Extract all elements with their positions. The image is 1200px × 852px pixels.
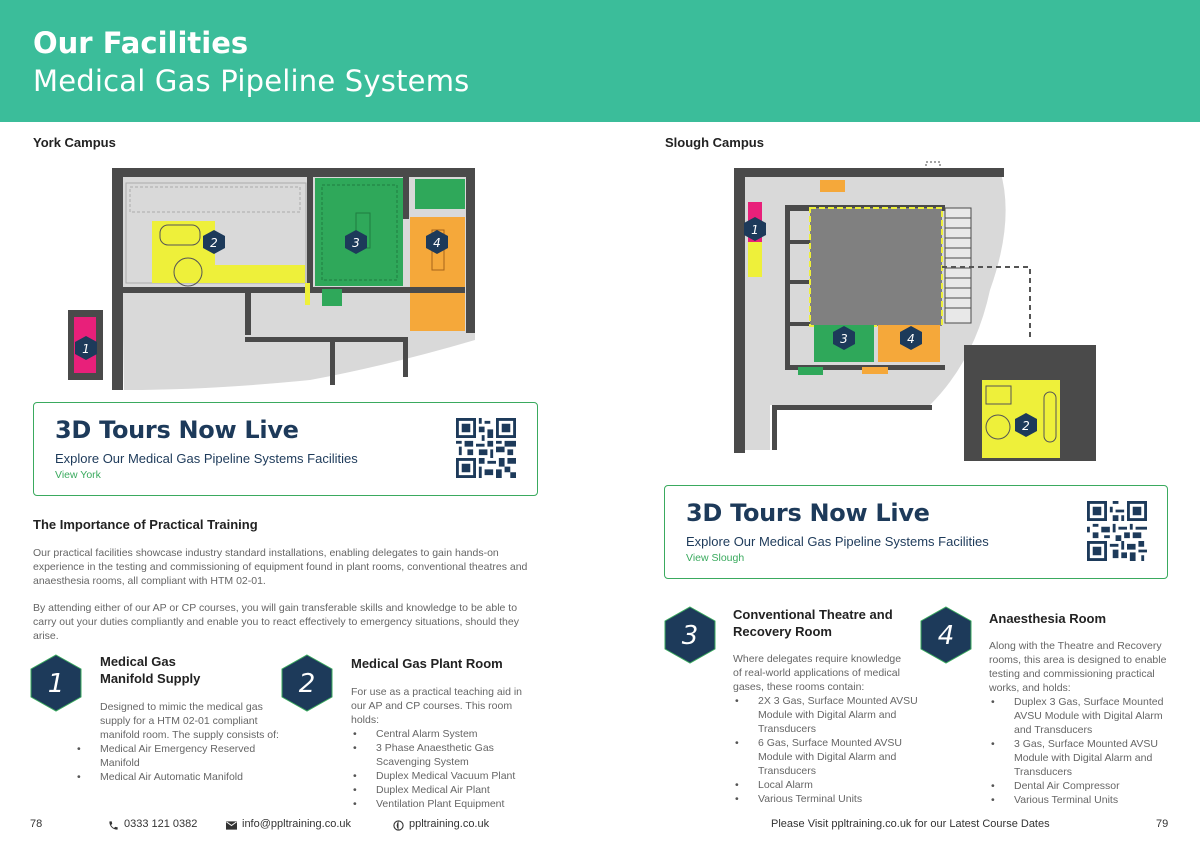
list-item: Various Terminal Units [989,793,1174,807]
feature-1-hexagon-icon: 1 [30,654,82,712]
york-campus-title: York Campus [33,135,116,150]
york-tour-subtitle: Explore Our Medical Gas Pipeline Systems… [55,451,358,466]
mail-icon [226,821,237,830]
york-marker-4: 4 [426,230,448,254]
york-qr-code-icon[interactable] [456,418,516,478]
list-item: Local Alarm [733,778,918,792]
slough-floor-plan [734,161,1096,461]
list-item: Medical Air Emergency Reserved Manifold [75,742,285,770]
list-item: Duplex 3 Gas, Surface Mounted AVSU Modul… [989,695,1174,737]
york-marker-1: 1 [75,336,97,360]
svg-text:3: 3 [682,621,699,651]
feature-1-title: Medical Gas Manifold Supply [100,654,201,686]
list-item: Central Alarm System [351,727,531,741]
list-item: Dental Air Compressor [989,779,1174,793]
svg-text:2: 2 [299,669,316,699]
feature-3-hexagon-icon: 3 [664,606,716,664]
email-address[interactable]: info@ppltraining.co.uk [242,818,352,830]
svg-text:1: 1 [751,223,759,237]
svg-text:4: 4 [433,236,441,250]
feature-2-title: Medical Gas Plant Room [351,656,503,671]
slough-marker-4: 4 [900,326,922,350]
header-banner: Our Facilities Medical Gas Pipeline Syst… [0,0,1200,122]
list-item: Medical Air Automatic Manifold [75,770,285,784]
slough-tour-box: 3D Tours Now Live Explore Our Medical Ga… [664,485,1168,579]
page-subtitle: Medical Gas Pipeline Systems [33,64,470,98]
feature-3-title: Conventional Theatre and Recovery Room [733,607,893,639]
slough-marker-3: 3 [833,326,855,350]
svg-text:4: 4 [907,332,915,346]
footer-cta: Please Visit ppltraining.co.uk for our L… [771,818,1050,830]
list-item: 3 Phase Anaesthetic Gas Scavenging Syste… [351,741,531,769]
slough-marker-1: 1 [744,217,766,241]
feature-3-description: Where delegates require knowledge of rea… [733,652,918,806]
slough-campus-title: Slough Campus [665,135,764,150]
training-title: The Importance of Practical Training [33,517,258,532]
york-tour-box: 3D Tours Now Live Explore Our Medical Ga… [33,402,538,496]
feature-2-hexagon-icon: 2 [281,654,333,712]
view-york-link[interactable]: View York [55,469,101,481]
svg-text:2: 2 [210,236,218,250]
list-item: Duplex Medical Vacuum Plant [351,769,531,783]
svg-text:2: 2 [1022,419,1030,433]
svg-text:4: 4 [938,621,955,651]
feature-4-hexagon-icon: 4 [920,606,972,664]
slough-marker-2: 2 [1015,413,1037,437]
globe-icon [393,820,404,831]
website-link[interactable]: ppltraining.co.uk [409,818,490,830]
list-item: Duplex Medical Air Plant [351,783,531,797]
phone-number[interactable]: 0333 121 0382 [124,818,198,830]
page-number-left: 78 [30,818,43,830]
svg-text:3: 3 [840,332,848,346]
svg-text:3: 3 [352,236,360,250]
slough-qr-code-icon[interactable] [1087,501,1147,561]
list-item: Various Terminal Units [733,792,918,806]
training-paragraph-2: By attending either of our AP or CP cour… [33,602,519,642]
feature-1-description: Designed to mimic the medical gas supply… [77,700,285,784]
list-item: 2X 3 Gas, Surface Mounted AVSU Module wi… [733,694,918,736]
svg-text:1: 1 [82,342,90,356]
slough-tour-title: 3D Tours Now Live [686,499,930,527]
york-tour-title: 3D Tours Now Live [55,416,299,444]
feature-2-description: For use as a practical teaching aid in o… [351,685,531,811]
phone-icon [109,821,118,830]
svg-text:1: 1 [48,669,65,699]
list-item: 6 Gas, Surface Mounted AVSU Module with … [733,736,918,778]
list-item: Ventilation Plant Equipment [351,797,531,811]
view-slough-link[interactable]: View Slough [686,552,745,564]
training-paragraph-1: Our practical facilities showcase indust… [33,547,528,587]
york-floor-plan [68,168,475,390]
feature-4-description: Along with the Theatre and Recovery room… [989,639,1174,807]
list-item: 3 Gas, Surface Mounted AVSU Module with … [989,737,1174,779]
slough-tour-subtitle: Explore Our Medical Gas Pipeline Systems… [686,534,989,549]
york-marker-2: 2 [203,230,225,254]
feature-4-title: Anaesthesia Room [989,611,1107,626]
page-title: Our Facilities [33,26,249,60]
york-marker-3: 3 [345,230,367,254]
page-number-right: 79 [1156,818,1169,830]
